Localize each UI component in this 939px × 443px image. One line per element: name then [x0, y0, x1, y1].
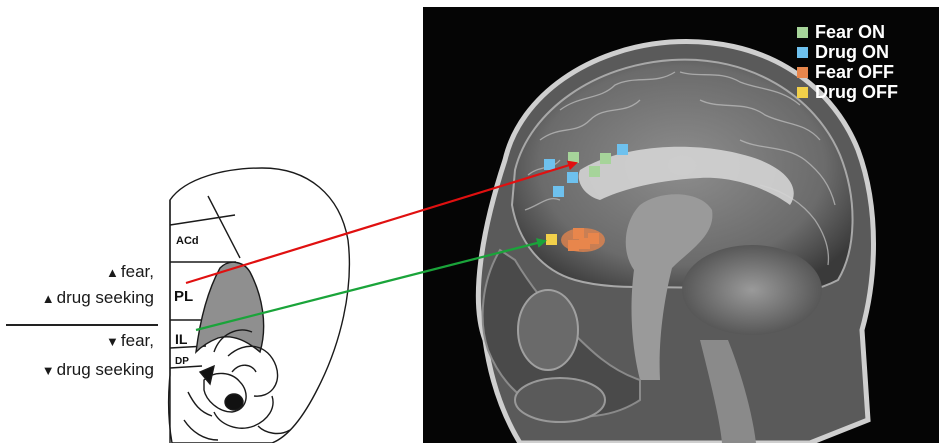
legend-item-drug-off: Drug OFF	[797, 82, 898, 102]
drug-on-marker	[617, 144, 628, 155]
legend-swatch	[797, 87, 808, 98]
legend-item-fear-on: Fear ON	[797, 22, 898, 42]
fear-off-marker	[568, 240, 579, 251]
fear-on-marker	[600, 153, 611, 164]
fear-off-marker	[588, 233, 599, 244]
drug-on-marker	[567, 172, 578, 183]
fear-on-marker	[589, 166, 600, 177]
fear-off-marker	[573, 228, 584, 239]
legend-swatch	[797, 27, 808, 38]
legend-item-fear-off: Fear OFF	[797, 62, 898, 82]
drug-off-marker	[546, 234, 557, 245]
rat-brain-section	[169, 168, 350, 443]
region-il: IL	[175, 331, 188, 347]
legend-item-drug-on: Drug ON	[797, 42, 898, 62]
region-acd: ACd	[176, 235, 199, 247]
region-pl: PL	[174, 288, 193, 305]
drug-on-marker	[553, 186, 564, 197]
region-dp: DP	[175, 356, 189, 367]
drug-on-marker	[544, 159, 555, 170]
legend: Fear ON Drug ON Fear OFF Drug OFF	[797, 22, 898, 102]
legend-swatch	[797, 47, 808, 58]
fear-on-marker	[568, 152, 579, 163]
legend-swatch	[797, 67, 808, 78]
